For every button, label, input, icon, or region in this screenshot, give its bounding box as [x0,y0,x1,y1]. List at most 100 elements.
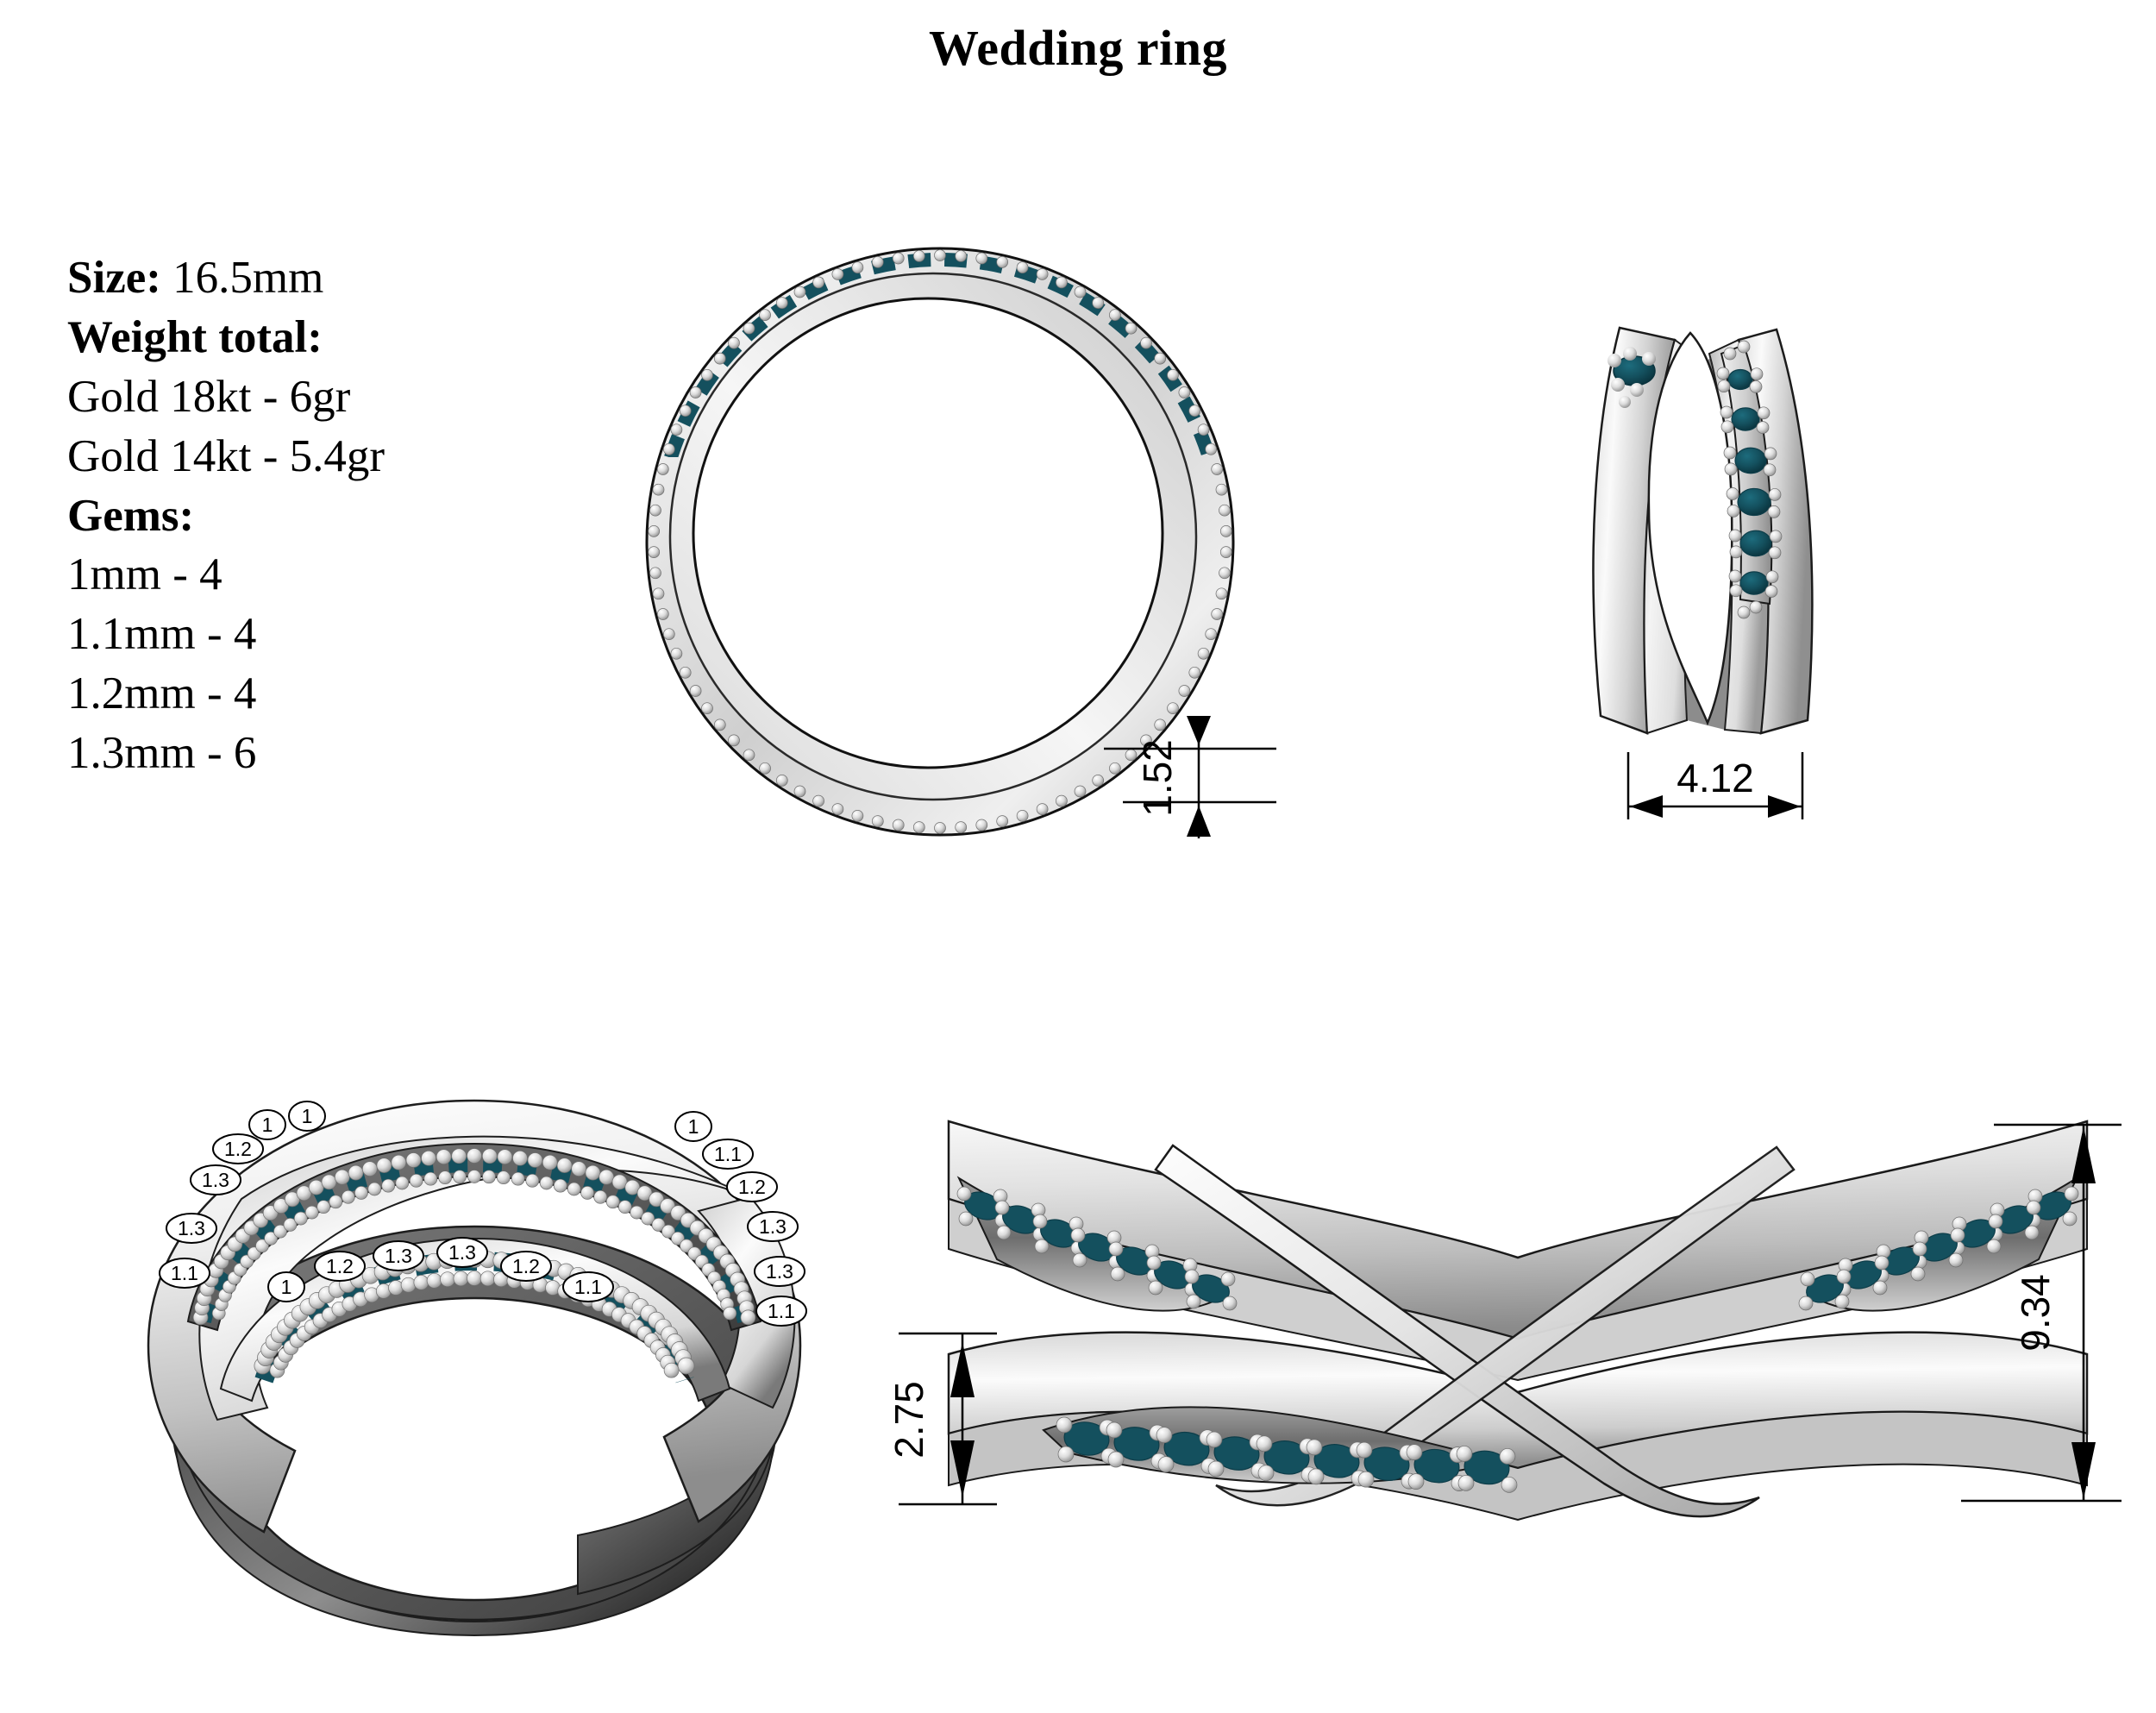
prong-bead [1178,386,1191,398]
prong-bead [1215,587,1228,600]
prong-bead [1457,1475,1475,1491]
gem-size-callout: 1.1 [159,1258,210,1289]
prong-bead [1768,488,1782,501]
prong-bead [273,1198,289,1214]
dimension-9-34: 9.34 [1961,1123,2122,1503]
spec-size-value: 16.5mm [172,253,324,303]
side-view-gem-row [1716,340,1783,619]
gem-size-callout: 1 [674,1111,712,1142]
prong-bead [1211,463,1224,475]
prong-bead [413,1275,429,1290]
prong-bead [649,1191,664,1208]
gem-size-callout-label: 1.1 [171,1262,198,1284]
prong-bead [1988,1214,2003,1229]
prong-bead [1910,1266,1926,1282]
prong-bead [1188,666,1201,679]
dimension-2-75: 2.75 [887,1332,997,1506]
prong-bead [630,1205,644,1220]
prong-bead [304,1205,319,1220]
prong-bead [1032,1214,1048,1229]
perspective-callouts-left: 111.21.31.31.1 [159,1101,326,1289]
prong-bead [740,1309,756,1326]
gem-size-callout-label: 1.2 [738,1176,766,1198]
prong-bead [283,1218,298,1232]
prong-bead [1750,367,1764,381]
prong-bead [663,1362,680,1378]
gem-size-callout-label: 1.3 [448,1241,476,1264]
prong-bead [512,1150,528,1166]
prong-bead [409,1173,423,1188]
gemstone [1263,1440,1310,1475]
prong-bead [553,1178,567,1193]
gemstone [1313,1444,1360,1478]
prong-bead [677,1357,695,1375]
prong-bead [1107,1451,1125,1468]
prong-bead [1737,606,1751,619]
prong-bead [334,1169,350,1185]
gemstone [1363,1446,1410,1481]
prong-bead [1110,1266,1125,1282]
prong-bead [511,1171,525,1186]
prong-bead [851,810,864,822]
prong-bead [1215,483,1228,496]
gemstone [1734,447,1767,474]
prong-bead [1154,718,1167,731]
prong-bead [321,1174,337,1190]
prong-bead [426,1272,442,1289]
prong-bead [527,1152,543,1168]
gem-size-callout: 1.3 [190,1164,241,1195]
prong-bead [661,1224,675,1239]
prong-bead [701,702,713,715]
prong-bead [759,762,771,775]
gem-size-callout: 1.3 [436,1237,488,1268]
front-view-crossing-ribbon-2 [1215,1145,1796,1507]
dimension-9-34-label: 9.34 [2013,1274,2058,1352]
prong-bead [571,1161,587,1177]
prong-bead [2062,1211,2078,1227]
gem-size-callout: 1 [248,1109,286,1140]
prong-bead [1406,1444,1423,1461]
prong-bead [1726,487,1739,500]
gem-size-callout: 1.1 [755,1296,807,1327]
prong-bead [1016,810,1029,822]
prong-bead [1763,463,1777,477]
prong-bead [1157,1456,1175,1473]
prong-bead [273,1224,287,1239]
prong-bead [1074,785,1087,798]
prong-bead [934,822,946,834]
prong-bead [1036,268,1049,280]
prong-bead [1950,1227,1965,1243]
prong-bead [354,1186,368,1200]
prong-bead [1767,505,1781,518]
prong-bead [580,1186,594,1200]
prong-bead [662,628,675,641]
perspective-lower-band [173,1388,775,1637]
prong-bead [2026,1200,2041,1215]
prong-bead [1717,380,1731,393]
prong-bead [1800,1271,1815,1287]
gem-size-callout: 1.1 [702,1139,754,1170]
gem-size-callout: 1 [288,1101,326,1132]
prong-bead [1207,1460,1225,1478]
prong-bead [670,424,683,436]
spec-gems-label: Gems: [67,490,195,541]
prong-bead [341,1189,355,1204]
prong-bead [656,608,669,620]
gem-size-callout: 1.2 [314,1251,366,1282]
prong-bead [1737,340,1751,354]
prong-bead [1056,794,1068,807]
gemstone [1739,571,1769,595]
prong-bead [391,1154,407,1170]
front-view-gem-row-lower [1056,1416,1518,1493]
prong-bead [671,1231,685,1246]
prong-bead [1256,1435,1273,1453]
gem-size-callout-label: 1.3 [759,1215,787,1238]
prong-bead [1749,600,1763,614]
gem-size-callout: 1.3 [166,1213,217,1244]
prong-bead [1056,1416,1073,1434]
gemstone [1413,1448,1460,1484]
spec-gem-1mm: 1mm - 4 [67,549,222,600]
prong-bead [1109,762,1121,775]
prong-bead [1219,504,1231,517]
prong-bead [1729,545,1743,559]
